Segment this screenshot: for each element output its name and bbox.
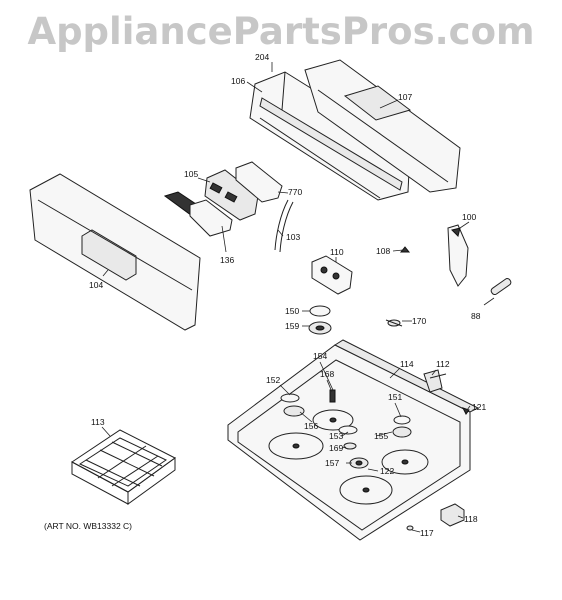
part-169-orifice[interactable]: [343, 442, 357, 450]
callout-107: 107: [398, 92, 412, 102]
callout-121: 121: [472, 402, 486, 412]
part-159-burner-head[interactable]: [308, 321, 332, 335]
callout-150: 150: [285, 306, 299, 316]
callout-100: 100: [462, 212, 476, 222]
callout-204: 204: [255, 52, 269, 62]
callout-169: 169: [329, 443, 343, 453]
callout-104: 104: [89, 280, 103, 290]
callout-154: 154: [313, 351, 327, 361]
callout-110: 110: [330, 247, 344, 257]
part-106-back-panel[interactable]: [249, 71, 411, 201]
callout-152: 152: [266, 375, 280, 385]
callout-156: 156: [304, 421, 318, 431]
callout-155: 155: [374, 431, 388, 441]
callout-113: 113: [91, 417, 105, 427]
callout-114: 114: [400, 359, 414, 369]
part-170-screw[interactable]: [385, 319, 403, 327]
part-117-clip[interactable]: [406, 525, 414, 531]
callout-153: 153: [329, 431, 343, 441]
part-153-burner-cap[interactable]: [338, 425, 358, 435]
leader-lines: [101, 62, 495, 533]
part-770-bracket[interactable]: [235, 161, 283, 203]
watermark: AppliancePartsPros.com: [27, 10, 535, 53]
callout-770: 770: [288, 187, 302, 197]
part-100-side-trim[interactable]: [447, 224, 469, 287]
callout-103: 103: [286, 232, 300, 242]
part-118-knob[interactable]: [440, 503, 465, 527]
part-168-electrode[interactable]: [329, 389, 336, 403]
part-105-control-board[interactable]: [204, 169, 259, 221]
part-150-burner-cap[interactable]: [309, 305, 331, 317]
callout-108: 108: [376, 246, 390, 256]
callout-118: 118: [464, 514, 478, 524]
callout-159: 159: [285, 321, 299, 331]
art-number: (ART NO. WB13332 C): [44, 521, 132, 531]
callout-105: 105: [184, 169, 198, 179]
part-112-bracket[interactable]: [423, 369, 447, 393]
callout-151: 151: [388, 392, 402, 402]
part-104-control-panel[interactable]: [29, 173, 201, 331]
part-157-burner-head[interactable]: [349, 457, 369, 469]
part-156-burner-head[interactable]: [283, 405, 305, 417]
callout-168: 168: [320, 369, 334, 379]
part-155-burner-head[interactable]: [392, 426, 412, 438]
callout-157: 157: [325, 458, 339, 468]
callout-136: 136: [220, 255, 234, 265]
part-103-harness[interactable]: [274, 199, 294, 253]
part-152-burner-cap[interactable]: [280, 393, 300, 403]
callout-106: 106: [231, 76, 245, 86]
part-108-screw[interactable]: [399, 246, 411, 253]
part-110-valve[interactable]: [311, 255, 353, 295]
part-151-burner-cap[interactable]: [393, 415, 411, 425]
callout-170: 170: [412, 316, 426, 326]
part-136-overlay[interactable]: [163, 191, 233, 237]
part-88-pin[interactable]: [490, 277, 512, 296]
callout-112: 112: [436, 359, 450, 369]
callout-88: 88: [471, 311, 481, 321]
callout-117: 117: [420, 528, 434, 538]
part-113-grate[interactable]: [71, 429, 176, 505]
callout-122: 122: [380, 466, 394, 476]
callout-labels: 204 106 107 105 770 103 104 136 110 108 …: [89, 52, 486, 538]
part-107-trim[interactable]: [304, 59, 461, 193]
